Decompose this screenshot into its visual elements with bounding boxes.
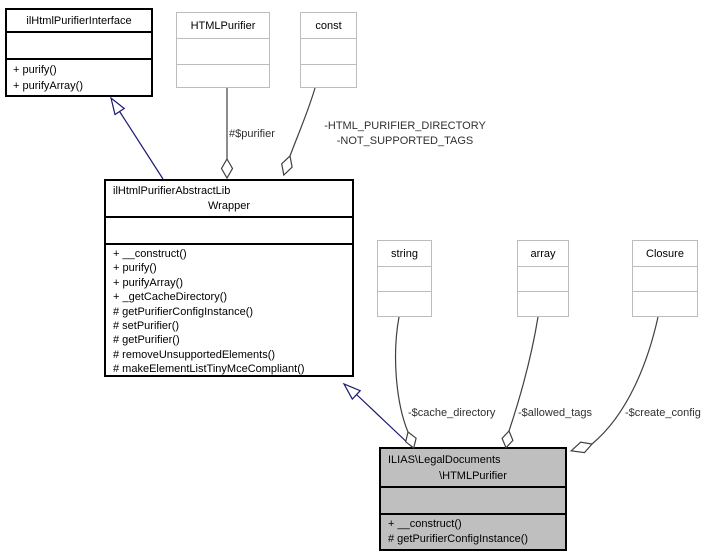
class-node-ilias-legaldocuments-htmlpurifier[interactable]: ILIAS\LegalDocuments \HTMLPurifier + __c…: [379, 447, 567, 551]
inheritance-edge-wrapper-to-interface: [110, 96, 164, 180]
attributes-compartment: [378, 267, 431, 292]
class-title: ilHtmlPurifierAbstractLib Wrapper: [106, 181, 352, 218]
methods-compartment: [177, 65, 269, 69]
method-item: # getPurifier(): [113, 334, 180, 347]
method-item: # makeElementListTinyMceCompliant(): [113, 363, 305, 375]
class-title: array: [518, 241, 568, 267]
method-item: + __construct(): [388, 518, 462, 530]
class-title: const: [301, 13, 356, 39]
inheritance-edge-legal-to-wrapper: [342, 382, 413, 448]
methods-compartment: + __construct() + purify() + purifyArray…: [106, 245, 352, 375]
class-node-htmlpurifier: HTMLPurifier: [176, 12, 270, 88]
methods-compartment: [518, 292, 568, 296]
method-item: # getPurifierConfigInstance(): [113, 305, 254, 318]
method-item: + purify(): [13, 64, 57, 76]
class-title: string: [378, 241, 431, 267]
aggregation-edge-closure-create-config: [569, 316, 659, 454]
class-title-line2: Wrapper: [208, 200, 250, 212]
attributes-compartment: [301, 39, 356, 65]
class-title-line1: ILIAS\LegalDocuments: [388, 454, 501, 466]
method-item: + __construct(): [113, 248, 187, 260]
class-title: ilHtmlPurifierInterface: [7, 10, 151, 33]
class-node-const: const: [300, 12, 357, 88]
methods-compartment: [378, 292, 431, 296]
attributes-compartment: [381, 488, 565, 515]
method-item: + _getCacheDirectory(): [113, 291, 228, 304]
methods-compartment: + purify() + purifyArray(): [7, 60, 151, 95]
method-item: + purifyArray(): [113, 276, 183, 289]
attributes-compartment: [633, 267, 697, 292]
class-title: ILIAS\LegalDocuments \HTMLPurifier: [381, 449, 565, 488]
class-title: Closure: [633, 241, 697, 267]
attributes-compartment: [106, 218, 352, 245]
method-item: + purify(): [113, 262, 157, 275]
methods-compartment: + __construct() # getPurifierConfigInsta…: [381, 515, 565, 549]
class-node-string: string: [377, 240, 432, 317]
edge-label-html-purifier-directory: -HTML_PURIFIER_DIRECTORY: [324, 120, 486, 132]
class-node-array: array: [517, 240, 569, 317]
attributes-compartment: [7, 33, 151, 60]
class-title-line1: ilHtmlPurifierAbstractLib: [113, 185, 231, 197]
aggregation-edge-array-allowed-tags: [501, 316, 539, 449]
edge-label-create-config: -$create_config: [625, 407, 701, 419]
class-node-ilhtmlpurifierabstractlibwrapper[interactable]: ilHtmlPurifierAbstractLib Wrapper + __co…: [104, 179, 354, 377]
class-title: HTMLPurifier: [177, 13, 269, 39]
class-title-line2: \HTMLPurifier: [439, 469, 507, 482]
attributes-compartment: [518, 267, 568, 292]
method-item: + purifyArray(): [13, 80, 83, 92]
edge-label-allowed-tags: -$allowed_tags: [518, 407, 592, 419]
class-node-closure: Closure: [632, 240, 698, 317]
edge-label-cache-directory: -$cache_directory: [408, 407, 496, 419]
methods-compartment: [301, 65, 356, 69]
edge-label-const-members: -HTML_PURIFIER_DIRECTORY -NOT_SUPPORTED_…: [300, 119, 510, 149]
edge-label-purifier: #$purifier: [229, 128, 275, 140]
method-item: # setPurifier(): [113, 320, 180, 333]
method-item: # removeUnsupportedElements(): [113, 348, 276, 361]
attributes-compartment: [177, 39, 269, 65]
aggregation-edge-string-cache-directory: [394, 316, 417, 450]
class-node-ilhtmlpurifierinterface[interactable]: ilHtmlPurifierInterface + purify() + pur…: [5, 8, 153, 97]
method-item: # getPurifierConfigInstance(): [388, 533, 529, 545]
edge-label-not-supported-tags: -NOT_SUPPORTED_TAGS: [336, 135, 474, 147]
methods-compartment: [633, 292, 697, 296]
